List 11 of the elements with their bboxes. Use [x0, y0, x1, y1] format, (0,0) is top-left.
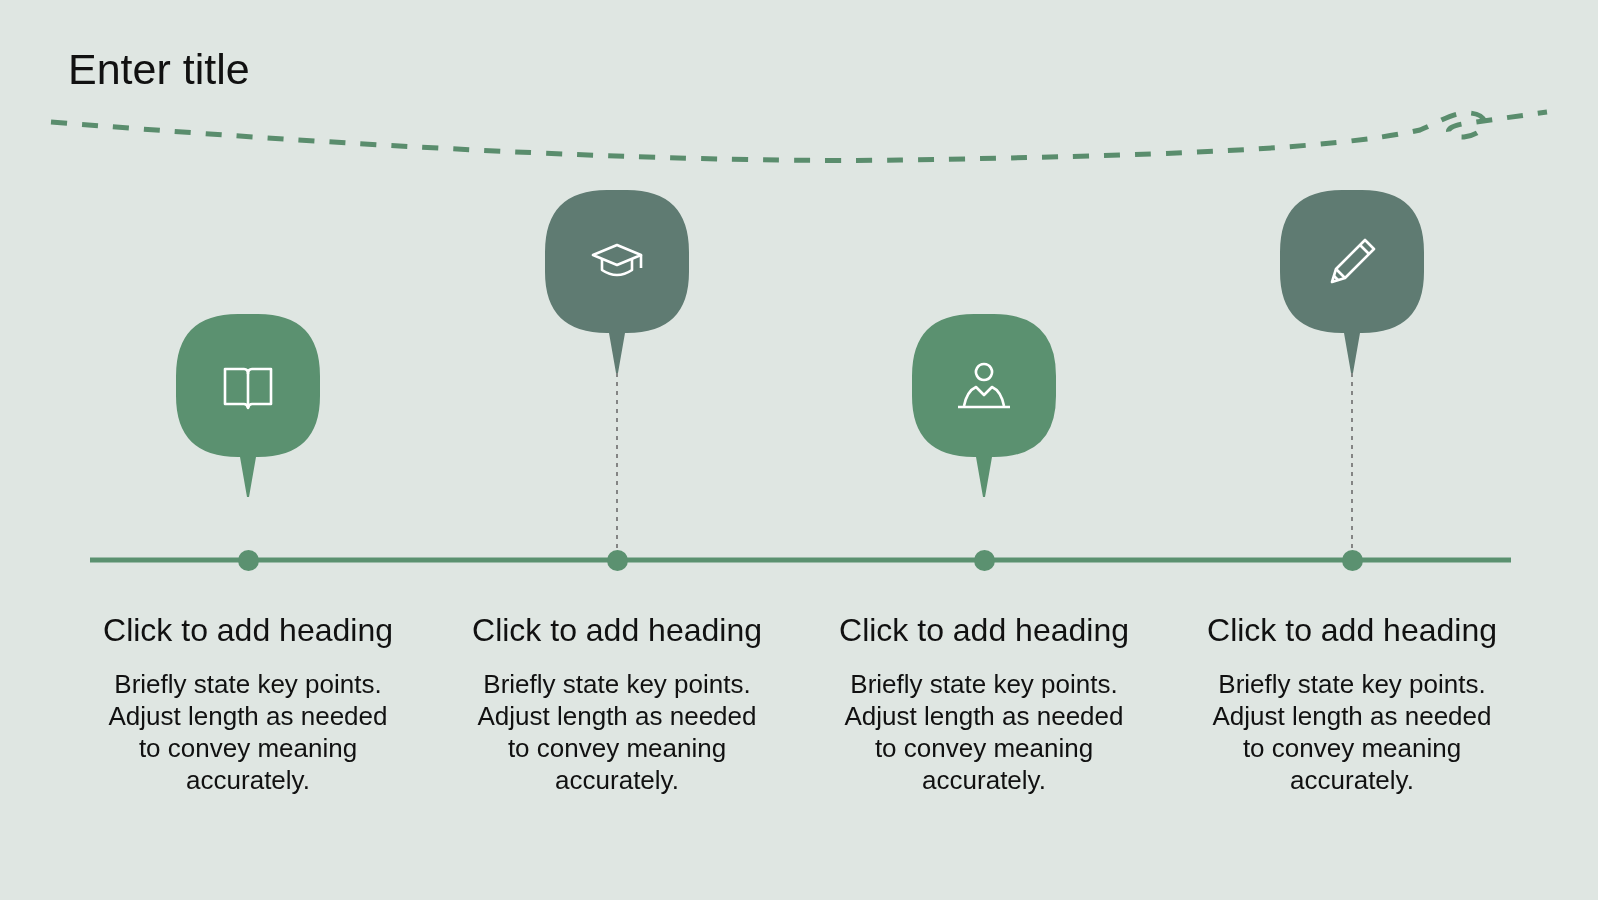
slide-title: Enter title [68, 48, 250, 91]
milestone-heading: Click to add heading [1207, 610, 1497, 649]
dotted-connector [1351, 372, 1353, 551]
milestone-description: Briefly state key points. Adjust length as needed to convey meaning accurately. [476, 667, 758, 796]
milestone-description: Briefly state key points. Adjust length as needed to convey meaning accurately. [843, 667, 1125, 796]
milestone-heading: Click to add heading [103, 610, 393, 649]
milestone-description: Briefly state key points. Adjust length as needed to convey meaning accurately. [107, 667, 389, 796]
milestone-heading: Click to add heading [839, 610, 1129, 649]
milestone-description: Briefly state key points. Adjust length as needed to convey meaning accurately. [1211, 667, 1493, 796]
milestone-heading: Click to add heading [472, 610, 762, 649]
dotted-connector [616, 372, 618, 551]
